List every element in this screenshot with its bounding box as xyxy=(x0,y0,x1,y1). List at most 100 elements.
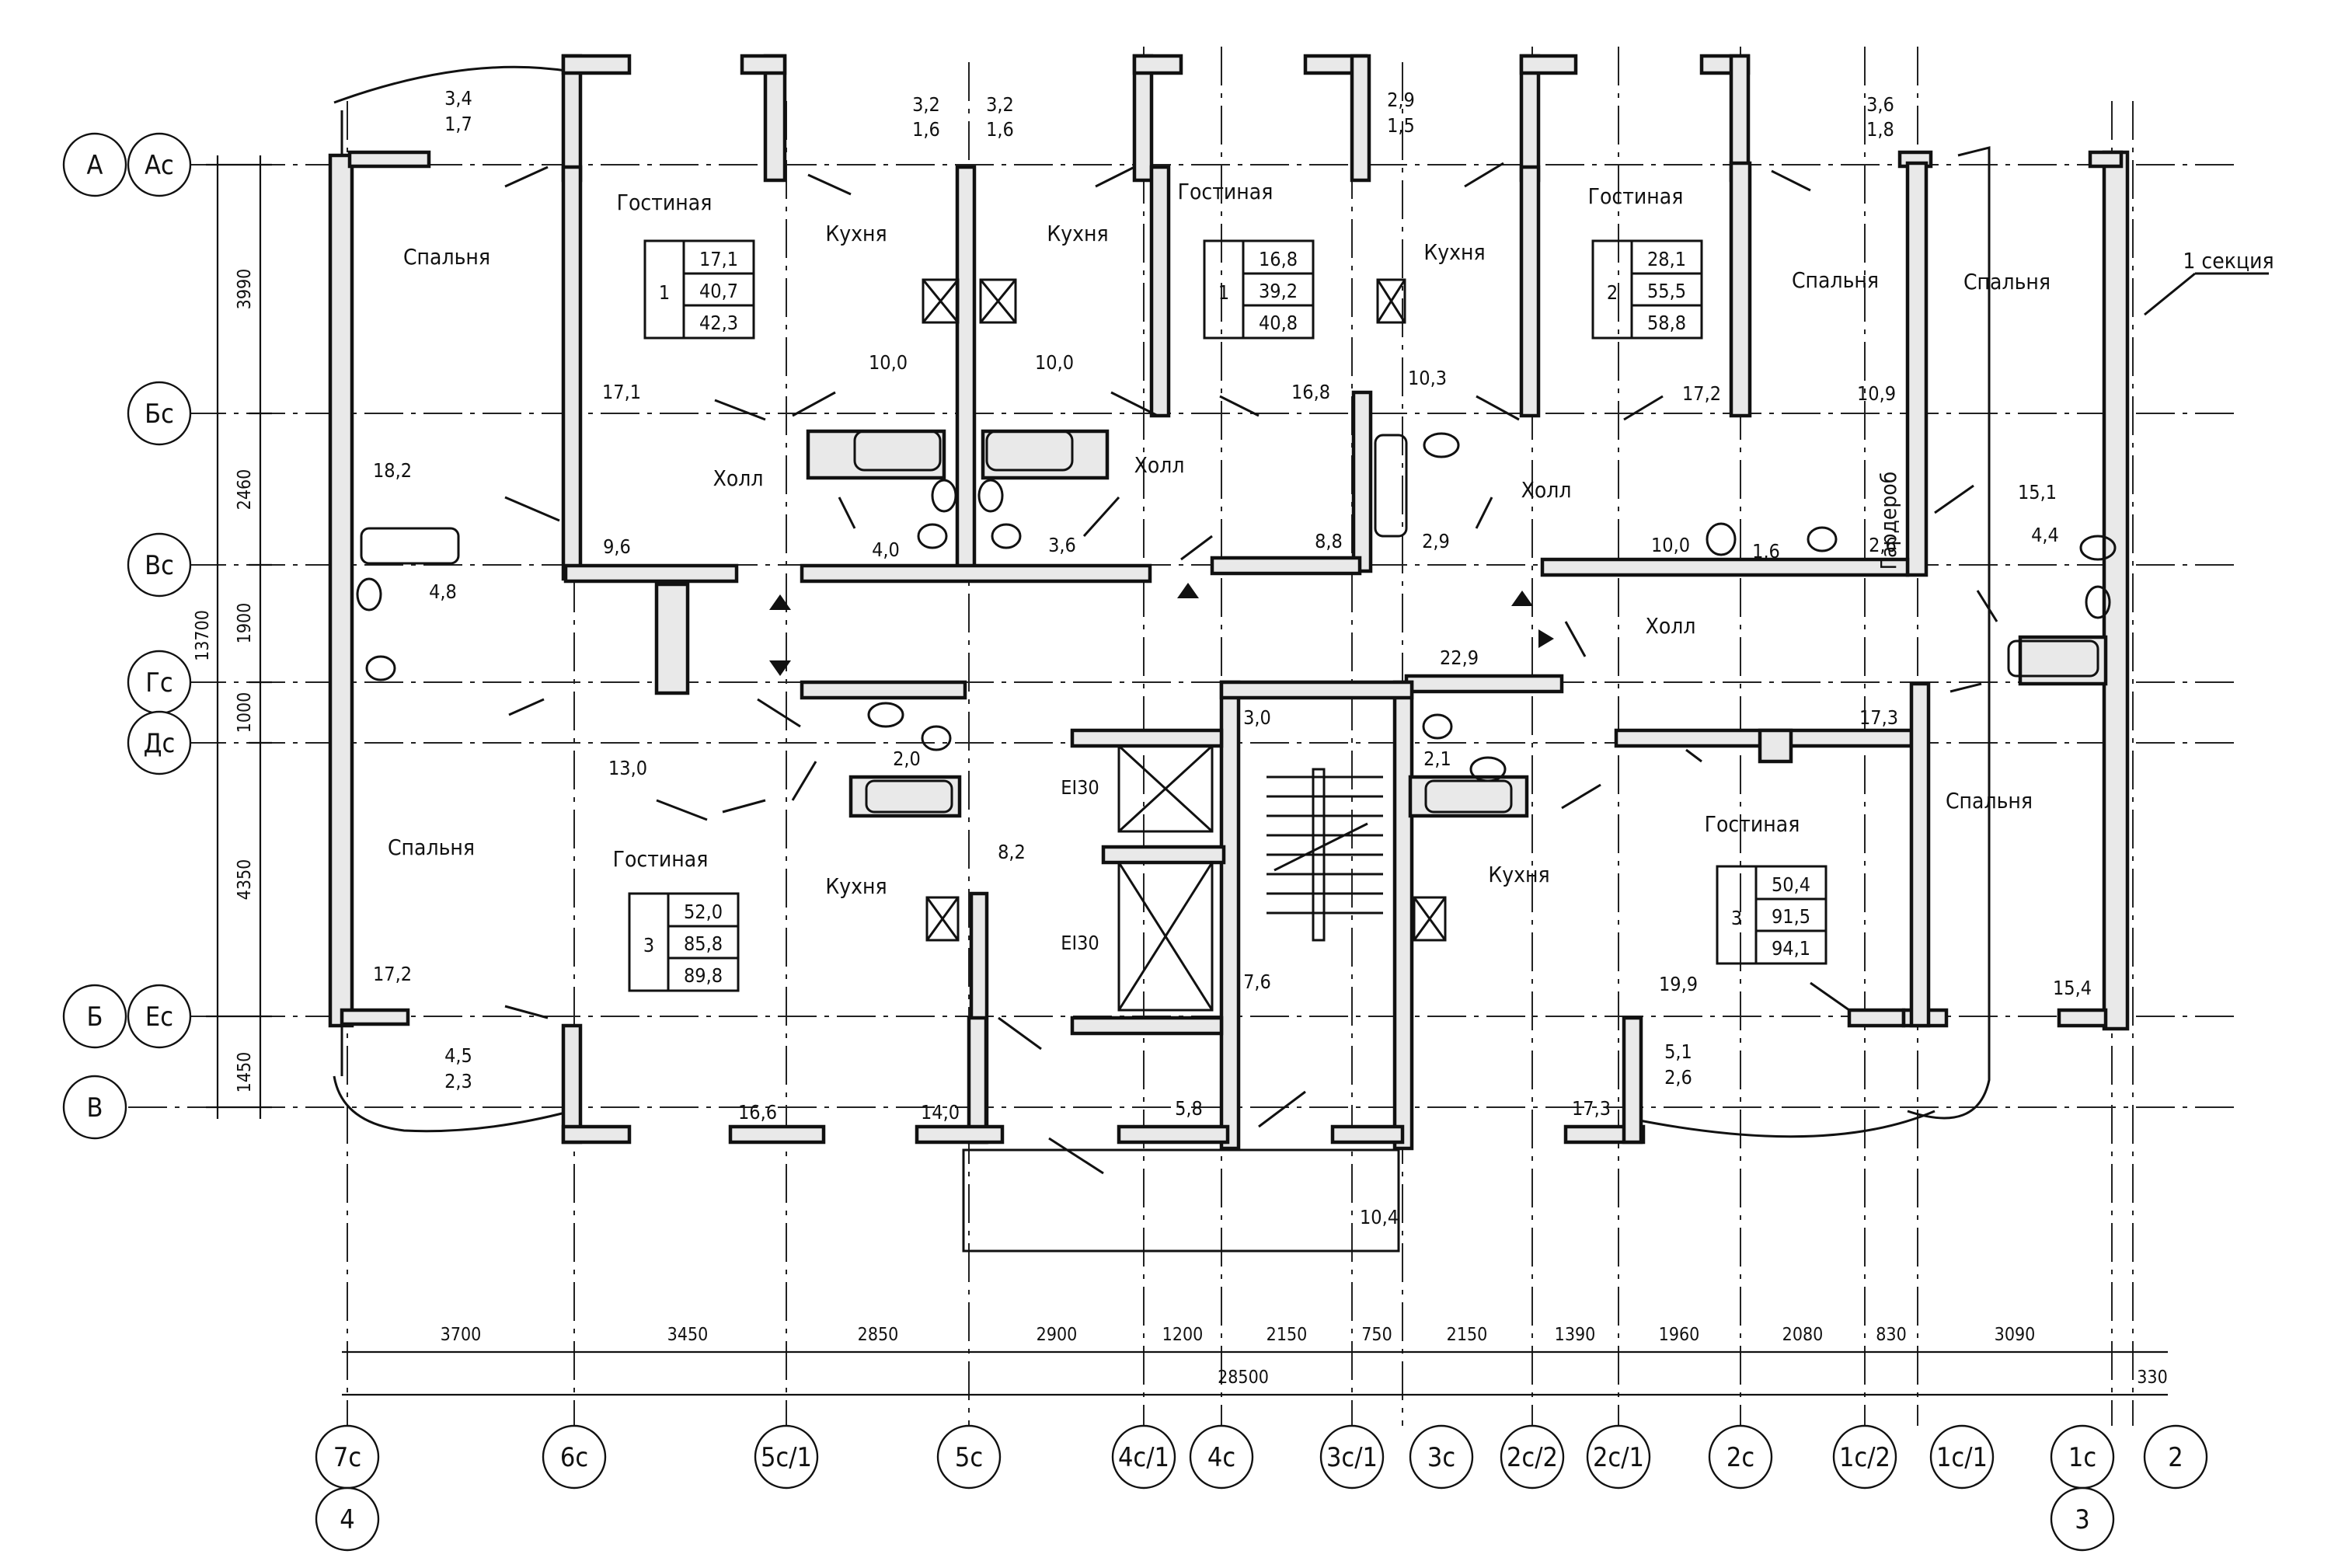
svg-text:4с: 4с xyxy=(1207,1442,1235,1473)
room-name: Кухня xyxy=(825,221,887,246)
room-name: Кухня xyxy=(1423,239,1485,265)
area-label: 2,6 xyxy=(1664,1066,1692,1089)
svg-text:Ес: Ес xyxy=(145,1002,173,1033)
room-name: Кухня xyxy=(825,873,887,899)
apartment-rooms: 1 xyxy=(659,281,670,304)
apartment-total-area-with-balcony: 94,1 xyxy=(1772,937,1810,960)
area-label: 1,6 xyxy=(1752,540,1780,563)
area-label: 13,0 xyxy=(608,757,647,779)
svg-text:В: В xyxy=(87,1092,103,1124)
area-label: 10,9 xyxy=(1857,382,1896,405)
axis-bubble: 5с/1 xyxy=(754,1424,819,1490)
room-name: Гостиная xyxy=(1588,183,1684,209)
area-label: 22,9 xyxy=(1440,646,1479,669)
room-name: Гостиная xyxy=(1705,811,1800,837)
area-label: 16,8 xyxy=(1291,381,1330,403)
walls xyxy=(328,54,2130,1151)
dimension-label: 750 xyxy=(1361,1325,1392,1345)
apartment-rooms: 1 xyxy=(1218,281,1229,304)
apartment-table: 3 52,0 85,8 89,8 xyxy=(628,892,740,992)
svg-text:1с/1: 1с/1 xyxy=(1936,1442,1988,1473)
area-label: 2,9 xyxy=(1387,89,1415,111)
room-name: Холл xyxy=(1521,477,1572,503)
dimension-label: 1450 xyxy=(235,1052,255,1093)
area-label: 2,0 xyxy=(893,747,921,770)
svg-text:3с: 3с xyxy=(1427,1442,1455,1473)
area-label: 2,6 xyxy=(1869,534,1897,556)
svg-text:7с: 7с xyxy=(333,1442,361,1473)
room-name: Холл xyxy=(1646,613,1696,639)
svg-text:5с: 5с xyxy=(955,1442,983,1473)
apartment-total-area: 40,7 xyxy=(699,280,738,302)
area-label: 19,9 xyxy=(1659,973,1698,995)
horizontal-dimensions: 3700 3450 2850 2900 1200 2150 750 2150 1… xyxy=(342,1325,2168,1396)
area-label: 17,3 xyxy=(1572,1097,1611,1120)
area-label: 9,6 xyxy=(603,535,631,558)
dimension-label: 2150 xyxy=(1267,1325,1308,1345)
apartment-living-area: 28,1 xyxy=(1647,248,1686,270)
apartment-living-area: 50,4 xyxy=(1772,873,1810,896)
dimension-label: 1960 xyxy=(1659,1325,1700,1345)
area-label: 3,6 xyxy=(1048,534,1076,556)
plumbing-fixtures xyxy=(356,430,2117,814)
kitchen-stoves xyxy=(922,278,1447,942)
room-name: Спальня xyxy=(388,835,475,860)
apartment-total-area-with-balcony: 58,8 xyxy=(1647,312,1686,334)
area-label: 4,4 xyxy=(2031,524,2059,546)
dimension-label: 1200 xyxy=(1162,1325,1204,1345)
axis-bubble: 2с/2 xyxy=(1500,1424,1565,1490)
axis-bubble: 7с xyxy=(315,1424,380,1490)
apartment-rooms: 2 xyxy=(1607,281,1618,304)
dimension-label: 13700 xyxy=(193,610,213,661)
area-label: 8,2 xyxy=(998,841,1026,863)
apartment-total-area: 39,2 xyxy=(1259,280,1298,302)
axis-bubble: А xyxy=(62,132,127,197)
dimension-label: 3700 xyxy=(441,1325,482,1345)
room-name: Гостиная xyxy=(1178,179,1274,204)
svg-text:А: А xyxy=(87,150,103,181)
dimension-label: 1390 xyxy=(1555,1325,1596,1345)
axis-bubble: Бс xyxy=(127,381,192,446)
area-label: 3,0 xyxy=(1243,706,1271,729)
axis-bubble: 2с/1 xyxy=(1586,1424,1651,1490)
apartment-living-area: 16,8 xyxy=(1259,248,1298,270)
dimension-label: 3450 xyxy=(667,1325,709,1345)
dimension-label: 2460 xyxy=(235,469,255,510)
area-label: 2,3 xyxy=(444,1070,472,1092)
svg-text:Дс: Дс xyxy=(144,728,176,759)
axis-bubble: 5с xyxy=(936,1424,1002,1490)
area-label: 5,8 xyxy=(1175,1097,1203,1120)
axis-bubble: Гс xyxy=(127,650,192,715)
axis-bubble: 4 xyxy=(315,1486,380,1552)
svg-text:3: 3 xyxy=(2075,1504,2089,1535)
dimension-label: 2850 xyxy=(858,1325,899,1345)
dimension-label: 830 xyxy=(1876,1325,1907,1345)
area-label: 3,2 xyxy=(912,93,940,116)
axis-bubble: Б xyxy=(62,984,127,1049)
room-name: Гостиная xyxy=(617,190,713,215)
room-name: Спальня xyxy=(1946,788,2033,814)
apartment-table: 2 28,1 55,5 58,8 xyxy=(1591,239,1703,340)
area-label: 17,2 xyxy=(1682,382,1721,405)
area-label: 17,1 xyxy=(602,381,641,403)
dimension-label: 2080 xyxy=(1782,1325,1824,1345)
axis-bubble: 3с/1 xyxy=(1319,1424,1385,1490)
svg-text:3с/1: 3с/1 xyxy=(1326,1442,1378,1473)
apartment-table: 3 50,4 91,5 94,1 xyxy=(1716,865,1828,965)
area-label: 10,0 xyxy=(1035,351,1074,374)
area-label: 17,2 xyxy=(373,963,412,985)
room-name: Холл xyxy=(1134,452,1185,478)
svg-text:Б: Б xyxy=(87,1002,103,1033)
axis-bubble: Ас xyxy=(127,132,192,197)
svg-text:Вс: Вс xyxy=(145,550,174,581)
direction-markers xyxy=(769,583,1554,676)
dimension-label: 1900 xyxy=(235,603,255,644)
dimension-label: 28500 xyxy=(1218,1368,1269,1388)
axis-bubble: 2 xyxy=(2143,1424,2208,1490)
room-name: Кухня xyxy=(1488,862,1549,887)
area-label: 5,1 xyxy=(1664,1040,1692,1063)
area-label: 4,8 xyxy=(429,580,457,603)
area-label: 7,6 xyxy=(1243,970,1271,993)
area-label: 10,3 xyxy=(1408,367,1447,389)
